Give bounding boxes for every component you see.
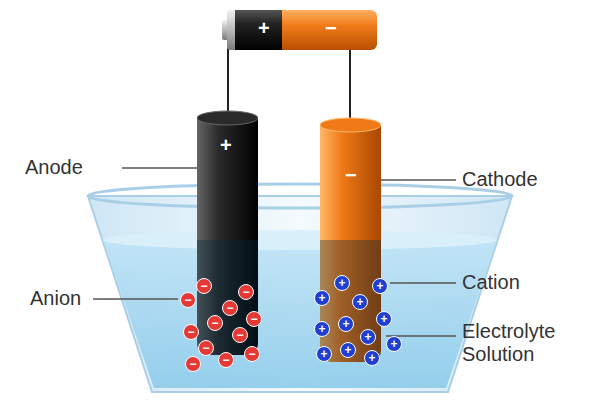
ion-symbol: + bbox=[316, 346, 332, 362]
ion-symbol: − bbox=[183, 324, 199, 340]
ion-symbol: + bbox=[376, 311, 392, 327]
wire bbox=[350, 48, 351, 123]
leader-line bbox=[380, 179, 456, 181]
part-label: Electrolyte Solution bbox=[462, 320, 587, 366]
part-label: Anode bbox=[25, 156, 83, 179]
ion-symbol: − bbox=[196, 278, 212, 294]
liquid-surface bbox=[103, 230, 497, 250]
ion-symbol: − bbox=[238, 284, 254, 300]
polarity-sign: − bbox=[345, 165, 357, 185]
ion-symbol: − bbox=[180, 292, 196, 308]
electrolyte-liquid bbox=[103, 240, 497, 388]
ion-symbol: − bbox=[222, 300, 238, 316]
ion-symbol: + bbox=[360, 329, 376, 345]
ion-symbol: − bbox=[198, 340, 214, 356]
ion-symbol: + bbox=[386, 336, 402, 352]
ion-symbol: + bbox=[314, 290, 330, 306]
battery: +− bbox=[222, 8, 377, 52]
ion-symbol: − bbox=[246, 311, 262, 327]
polarity-sign: + bbox=[258, 18, 270, 38]
wire bbox=[228, 48, 229, 116]
ion-symbol: − bbox=[218, 352, 234, 368]
ion-symbol: + bbox=[364, 350, 380, 366]
ion-symbol: + bbox=[338, 316, 354, 332]
ion-symbol: + bbox=[372, 278, 388, 294]
beaker-glass bbox=[88, 196, 512, 392]
ion-symbol: − bbox=[232, 327, 248, 343]
beaker-rim bbox=[88, 184, 512, 208]
polarity-sign: − bbox=[325, 18, 337, 38]
leader-line bbox=[93, 298, 178, 300]
leader-line bbox=[390, 282, 456, 284]
ion-symbol: − bbox=[244, 346, 260, 362]
ion-symbol: + bbox=[340, 342, 356, 358]
part-label: Anion bbox=[30, 287, 81, 310]
polarity-sign: + bbox=[220, 135, 232, 155]
part-label: Cation bbox=[462, 271, 520, 294]
ion-symbol: − bbox=[185, 356, 201, 372]
battery-shape bbox=[222, 8, 377, 52]
ion-symbol: + bbox=[314, 321, 330, 337]
ion-symbol: + bbox=[352, 294, 368, 310]
part-label: Cathode bbox=[462, 168, 538, 191]
ion-symbol: − bbox=[207, 315, 223, 331]
ion-symbol: + bbox=[334, 275, 350, 291]
leader-line bbox=[122, 167, 197, 169]
